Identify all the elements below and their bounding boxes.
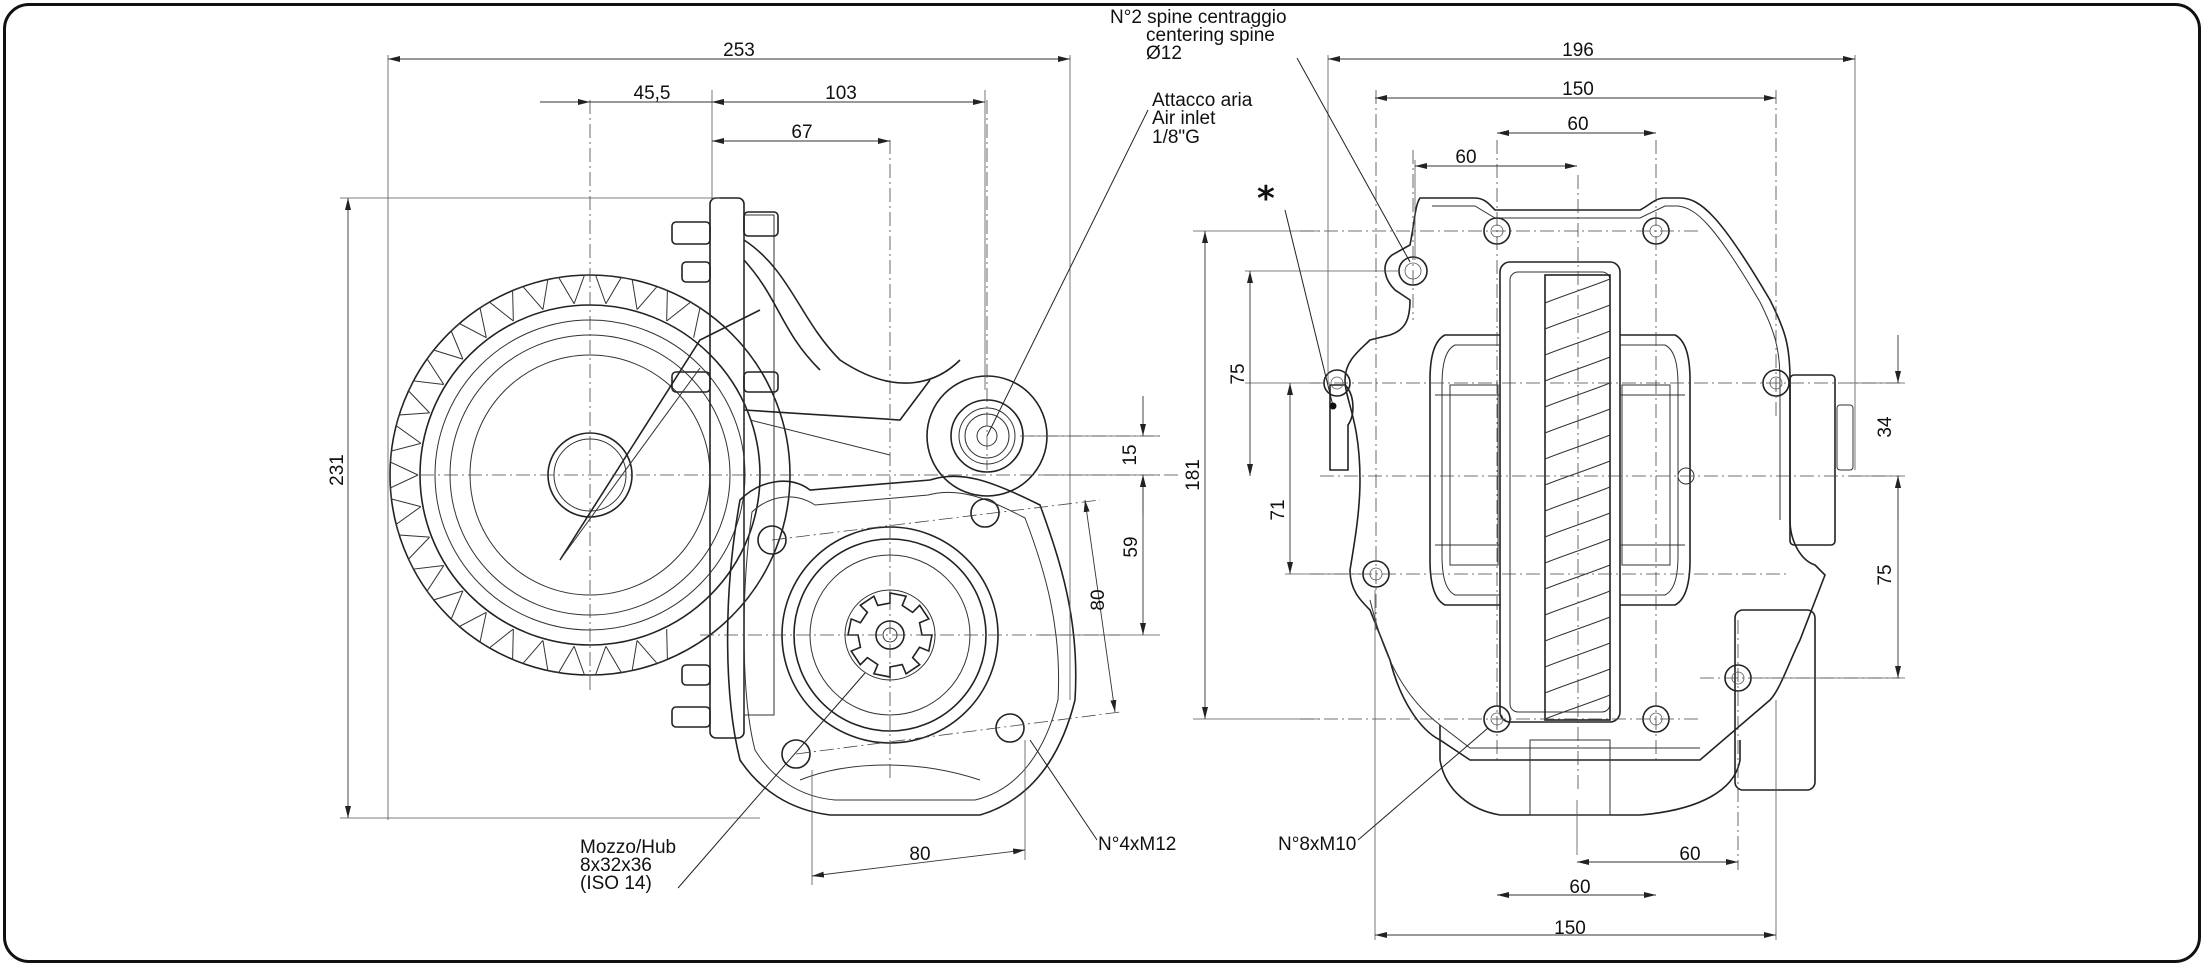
arm-bracket — [559, 239, 961, 561]
svg-text:1/8"G: 1/8"G — [1152, 127, 1200, 148]
svg-text:centering spine: centering spine — [1146, 25, 1275, 46]
flange-plate — [671, 197, 779, 739]
dim-60-top-a: 60 — [1567, 114, 1588, 135]
dim-75-left: 75 — [1228, 363, 1249, 384]
right-view — [1193, 55, 1905, 940]
dim-231: 231 — [327, 454, 348, 486]
dim-45-5: 45,5 — [634, 83, 671, 104]
centering-pins-callout: N°2 spine centraggio centering spine Ø12 — [1110, 7, 1287, 64]
dim-75-right: 75 — [1875, 564, 1896, 585]
dim-80-horizontal: 80 — [909, 844, 930, 865]
dim-196: 196 — [1562, 40, 1594, 61]
svg-text:N°2 spine centraggio: N°2 spine centraggio — [1110, 7, 1287, 28]
asterisk-mark: * — [1257, 179, 1275, 219]
dim-150-top: 150 — [1562, 79, 1594, 100]
left-view — [340, 55, 1180, 889]
helical-gear — [1544, 274, 1611, 721]
dim-34: 34 — [1875, 416, 1896, 438]
svg-text:Air inlet: Air inlet — [1152, 108, 1216, 129]
pto-housing — [726, 475, 1077, 816]
dim-80-vertical: 80 — [1088, 589, 1109, 610]
air-inlet-callout: Attacco aria Air inlet 1/8"G — [1152, 90, 1253, 148]
svg-text:Attacco aria: Attacco aria — [1152, 90, 1253, 111]
dim-59: 59 — [1121, 536, 1142, 557]
dim-181: 181 — [1183, 459, 1204, 491]
right-bearing — [1620, 334, 1695, 606]
front-flange — [1344, 197, 1826, 761]
svg-text:Mozzo/Hub: Mozzo/Hub — [580, 837, 676, 858]
m10-holes — [1323, 217, 1790, 733]
dim-60-bottom-b: 60 — [1569, 877, 1590, 898]
dim-71: 71 — [1268, 499, 1289, 520]
dim-60-top-b: 60 — [1455, 147, 1476, 168]
dim-67: 67 — [791, 122, 812, 143]
dim-60-bottom-a: 60 — [1679, 844, 1700, 865]
left-bearing — [1429, 334, 1500, 606]
svg-text:Ø12: Ø12 — [1146, 43, 1182, 64]
dim-253: 253 — [723, 40, 755, 61]
hub-callout: Mozzo/Hub 8x32x36 (ISO 14) — [580, 837, 676, 894]
m10-callout: N°8xM10 — [1278, 834, 1356, 855]
dim-103: 103 — [825, 83, 857, 104]
svg-text:8x32x36: 8x32x36 — [580, 855, 652, 876]
svg-text:(ISO 14): (ISO 14) — [580, 873, 652, 894]
dim-15: 15 — [1120, 444, 1141, 465]
dim-150-bottom: 150 — [1554, 918, 1586, 939]
m12-callout: N°4xM12 — [1098, 834, 1176, 855]
